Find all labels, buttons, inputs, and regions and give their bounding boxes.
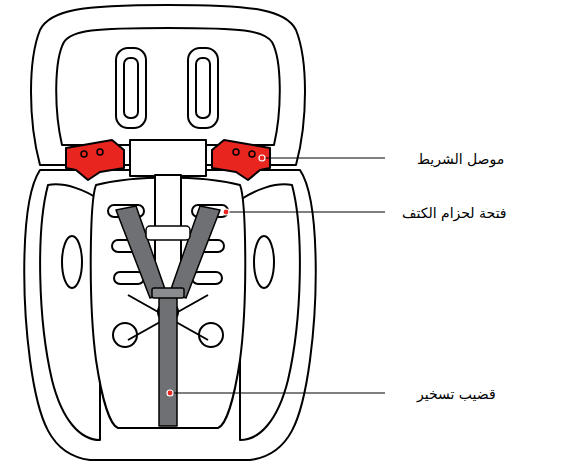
shoulder-strap	[116, 206, 166, 298]
part-label: فتحة لحزام الكتف	[400, 204, 509, 222]
shoulder-strap	[170, 206, 220, 298]
headrest-inner	[56, 28, 280, 145]
headrest-slot	[188, 48, 218, 128]
strap-connector	[212, 140, 270, 180]
harness-rod	[159, 296, 177, 426]
leader-line	[262, 157, 385, 158]
strap-connector	[66, 140, 124, 180]
side-wing	[240, 184, 300, 440]
leader-line	[226, 211, 385, 212]
headrest-slot	[116, 48, 146, 128]
headrest-stem	[130, 140, 206, 176]
part-label: قضيب تسخير	[415, 385, 498, 403]
leader-line	[170, 392, 385, 393]
chest-clip	[146, 226, 190, 240]
seat-shell	[24, 170, 315, 460]
part-label: موصل الشريط	[415, 150, 506, 168]
